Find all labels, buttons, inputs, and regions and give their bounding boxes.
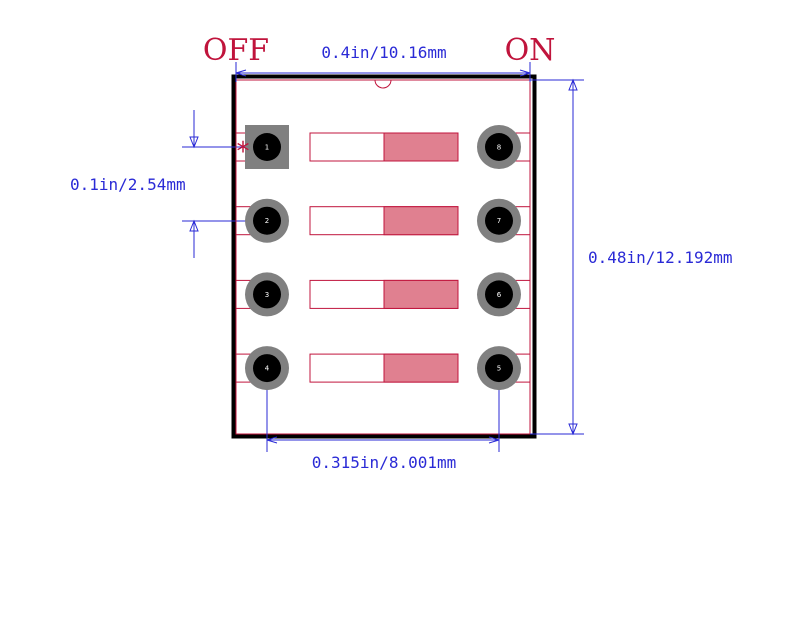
switch-toggles (309, 132, 459, 383)
pin-number-label: 8 (497, 144, 501, 152)
pin1-marker: * (237, 137, 250, 167)
width-dimension (235, 62, 531, 82)
switch-actuator (383, 353, 459, 383)
drill-hole (253, 280, 281, 309)
drill-hole (253, 133, 281, 161)
pin-number-label: 3 (265, 291, 269, 299)
pin-number-label: 1 (265, 144, 269, 152)
pin-number-label: 5 (497, 365, 501, 373)
body-outline (231, 74, 537, 439)
drill-hole (485, 133, 513, 161)
pin-number-label: 4 (265, 365, 270, 373)
height-dimension (530, 78, 584, 436)
pads: 1 2 3 4 5 6 7 8 (235, 125, 531, 391)
drill-hole (485, 206, 513, 235)
drill-hole (485, 280, 513, 309)
switch-actuator (383, 279, 459, 309)
switch-actuator (383, 132, 459, 162)
pin-number-label: 2 (265, 217, 269, 225)
pitch-dimension-label: 0.1in/2.54mm (70, 175, 186, 194)
drill-hole (485, 354, 513, 383)
height-dimension-label: 0.48in/12.192mm (588, 248, 733, 267)
pin-number-label: 7 (497, 217, 501, 225)
orientation-notch (374, 79, 392, 89)
switch-actuator (383, 206, 459, 236)
pin-number-label: 6 (497, 291, 502, 299)
silkscreen-outline (235, 79, 531, 435)
drill-hole (253, 354, 281, 383)
drill-hole (253, 206, 281, 235)
row-span-dimension-label: 0.315in/8.001mm (312, 453, 457, 472)
width-dimension-label: 0.4in/10.16mm (321, 43, 446, 62)
